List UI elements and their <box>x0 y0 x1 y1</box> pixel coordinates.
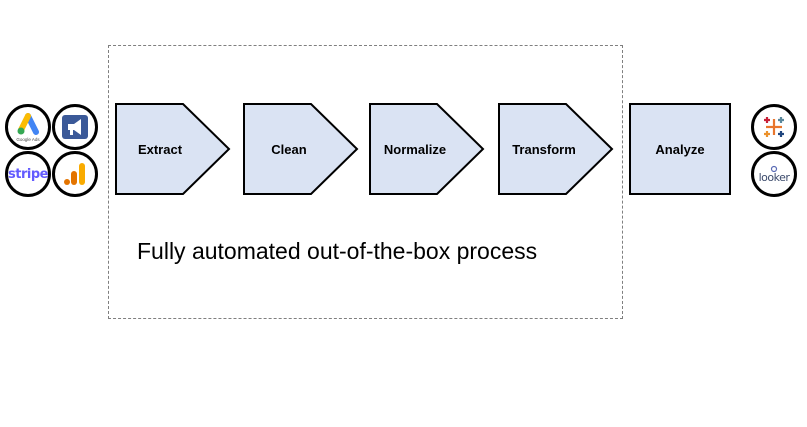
google-ads-caption: Google Ads <box>16 136 40 142</box>
megaphone-icon <box>52 104 98 150</box>
stripe-wordmark: stripe <box>8 166 48 182</box>
google-ads-icon: Google Ads <box>5 104 51 150</box>
step-clean-label: Clean <box>271 141 307 157</box>
step-extract-label: Extract <box>137 141 183 157</box>
step-analyze-label: Analyze <box>655 141 705 157</box>
step-analyze-shape <box>629 103 731 195</box>
stripe-icon: stripe <box>5 151 51 197</box>
process-caption: Fully automated out-of-the-box process <box>137 238 538 264</box>
step-clean-shape <box>243 103 359 195</box>
automated-process-boundary <box>108 45 623 319</box>
step-normalize-label: Normalize <box>383 141 447 157</box>
looker-wordmark: looker <box>758 170 790 184</box>
google-analytics-icon <box>52 151 98 197</box>
step-transform-label: Transform <box>512 141 576 157</box>
tableau-icon <box>751 104 797 150</box>
pipeline-labels: Extract Clean Normalize Transform Analyz… <box>0 103 807 195</box>
step-transform-shape <box>498 103 614 195</box>
step-normalize-shape <box>369 103 485 195</box>
looker-icon: looker <box>751 151 797 197</box>
step-extract-shape <box>115 103 231 195</box>
